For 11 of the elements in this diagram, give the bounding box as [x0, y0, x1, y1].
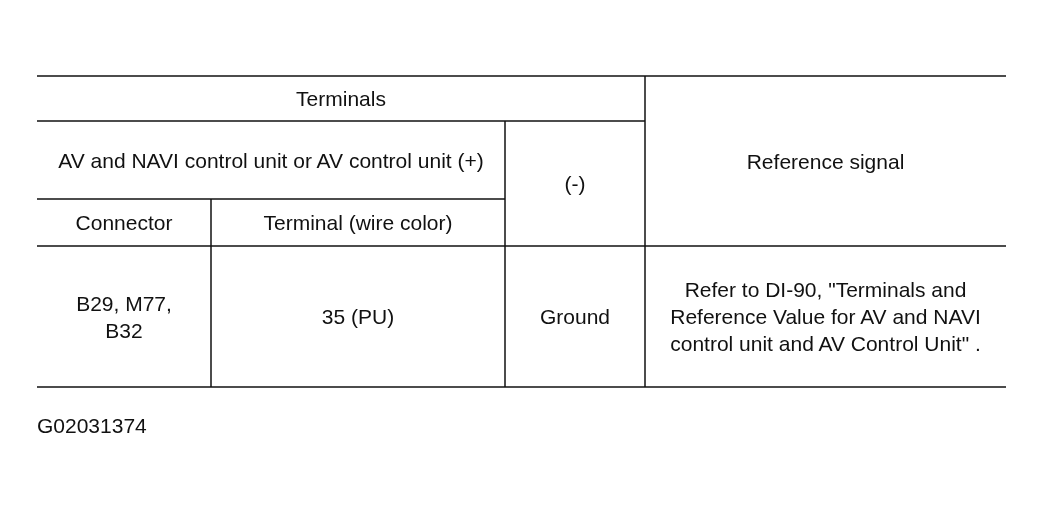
data-value: B29, M77, B32	[75, 290, 173, 344]
data-value: 35 (PU)	[320, 304, 396, 330]
column-header: Reference signal	[745, 148, 906, 175]
column-header: Terminal (wire color)	[262, 210, 454, 236]
column-header: AV and NAVI control unit or AV control unit (+)	[57, 147, 485, 174]
column-header: (-)	[563, 171, 587, 197]
data-value: Ground	[538, 304, 611, 330]
figure-code: G02031374	[37, 412, 147, 439]
column-header: Connector	[74, 210, 174, 236]
reference-note: Refer to DI-90, "Terminals and Reference Value for AV and NAVI control unit and AV Control Unit" .	[669, 277, 982, 357]
column-header: Terminals	[295, 86, 387, 112]
